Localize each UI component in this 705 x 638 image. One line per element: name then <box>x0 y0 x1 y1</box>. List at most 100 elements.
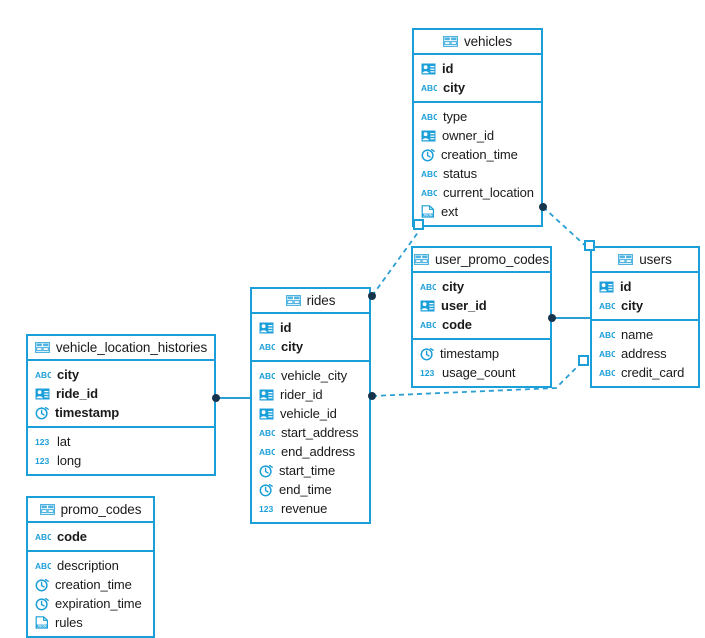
column-name-label: timestamp <box>440 346 500 361</box>
abc-string-icon: ABC <box>599 348 615 359</box>
abc-string-icon: ABC <box>35 560 51 571</box>
column-row-address[interactable]: ABC address <box>592 344 698 363</box>
abc-string-icon: ABC <box>421 111 437 122</box>
table-header-vehicle_location_histories: vehicle_location_histories <box>28 336 214 361</box>
svg-text:ABC: ABC <box>35 532 51 542</box>
column-name-label: address <box>621 346 667 361</box>
id-card-icon <box>420 300 435 312</box>
svg-text:ABC: ABC <box>421 188 437 198</box>
svg-text:ABC: ABC <box>599 368 615 378</box>
table-header-rides: rides <box>252 289 369 314</box>
column-name-label: long <box>57 453 82 468</box>
column-row-rider_id[interactable]: rider_id <box>252 385 369 404</box>
column-name-label: creation_time <box>55 577 132 592</box>
column-name-label: rules <box>55 615 83 630</box>
svg-text:123: 123 <box>259 504 274 514</box>
column-name-label: usage_count <box>442 365 516 380</box>
svg-text:ABC: ABC <box>420 320 436 330</box>
abc-string-icon: ABC <box>35 531 51 542</box>
table-header-promo_codes: promo_codes <box>28 498 153 523</box>
column-row-timestamp[interactable]: timestamp <box>28 403 214 422</box>
column-row-owner_id[interactable]: owner_id <box>414 126 541 145</box>
table-header-users: users <box>592 248 698 273</box>
column-row-user_id[interactable]: user_id <box>413 296 550 315</box>
abc-string-icon: ABC <box>420 319 436 330</box>
svg-text:ABC: ABC <box>259 428 275 438</box>
column-row-revenue[interactable]: 123 revenue <box>252 499 369 518</box>
column-row-id[interactable]: id <box>592 277 698 296</box>
column-row-creation_time[interactable]: creation_time <box>28 575 153 594</box>
column-name-label: revenue <box>281 501 328 516</box>
column-name-label: vehicle_id <box>280 406 337 421</box>
svg-text:JSON: JSON <box>423 214 433 218</box>
column-row-ride_id[interactable]: ride_id <box>28 384 214 403</box>
json-document-icon: JSON <box>421 205 435 218</box>
column-row-id[interactable]: id <box>252 318 369 337</box>
column-row-vehicle_id[interactable]: vehicle_id <box>252 404 369 423</box>
table-name-label: vehicle_location_histories <box>55 340 208 355</box>
column-name-label: id <box>280 320 292 335</box>
id-card-icon <box>421 63 436 75</box>
svg-text:ABC: ABC <box>421 112 437 122</box>
column-row-end_time[interactable]: end_time <box>252 480 369 499</box>
abc-string-icon: ABC <box>259 446 275 457</box>
table-grid-icon <box>618 254 634 265</box>
123-number-icon: 123 <box>259 503 275 514</box>
column-name-label: owner_id <box>442 128 494 143</box>
column-row-expiration_time[interactable]: expiration_time <box>28 594 153 613</box>
clock-icon <box>259 464 273 478</box>
connector-socket-users <box>584 240 595 251</box>
table-name-label: user_promo_codes <box>435 252 549 267</box>
column-row-start_time[interactable]: start_time <box>252 461 369 480</box>
clock-icon <box>35 597 49 611</box>
column-row-timestamp[interactable]: timestamp <box>413 344 550 363</box>
column-name-label: expiration_time <box>55 596 142 611</box>
clock-icon <box>35 578 49 592</box>
column-name-label: end_time <box>279 482 332 497</box>
abc-string-icon: ABC <box>420 281 436 292</box>
abc-string-icon: ABC <box>599 367 615 378</box>
abc-string-icon: ABC <box>421 168 437 179</box>
column-name-label: start_time <box>279 463 336 478</box>
column-row-creation_time[interactable]: creation_time <box>414 145 541 164</box>
abc-string-icon: ABC <box>421 82 437 93</box>
connector-socket-vehicles <box>413 219 424 230</box>
column-row-id[interactable]: id <box>414 59 541 78</box>
abc-string-icon: ABC <box>259 370 275 381</box>
svg-text:ABC: ABC <box>599 301 615 311</box>
svg-text:ABC: ABC <box>35 370 51 380</box>
table-grid-icon <box>285 295 301 306</box>
column-name-label: lat <box>57 434 71 449</box>
